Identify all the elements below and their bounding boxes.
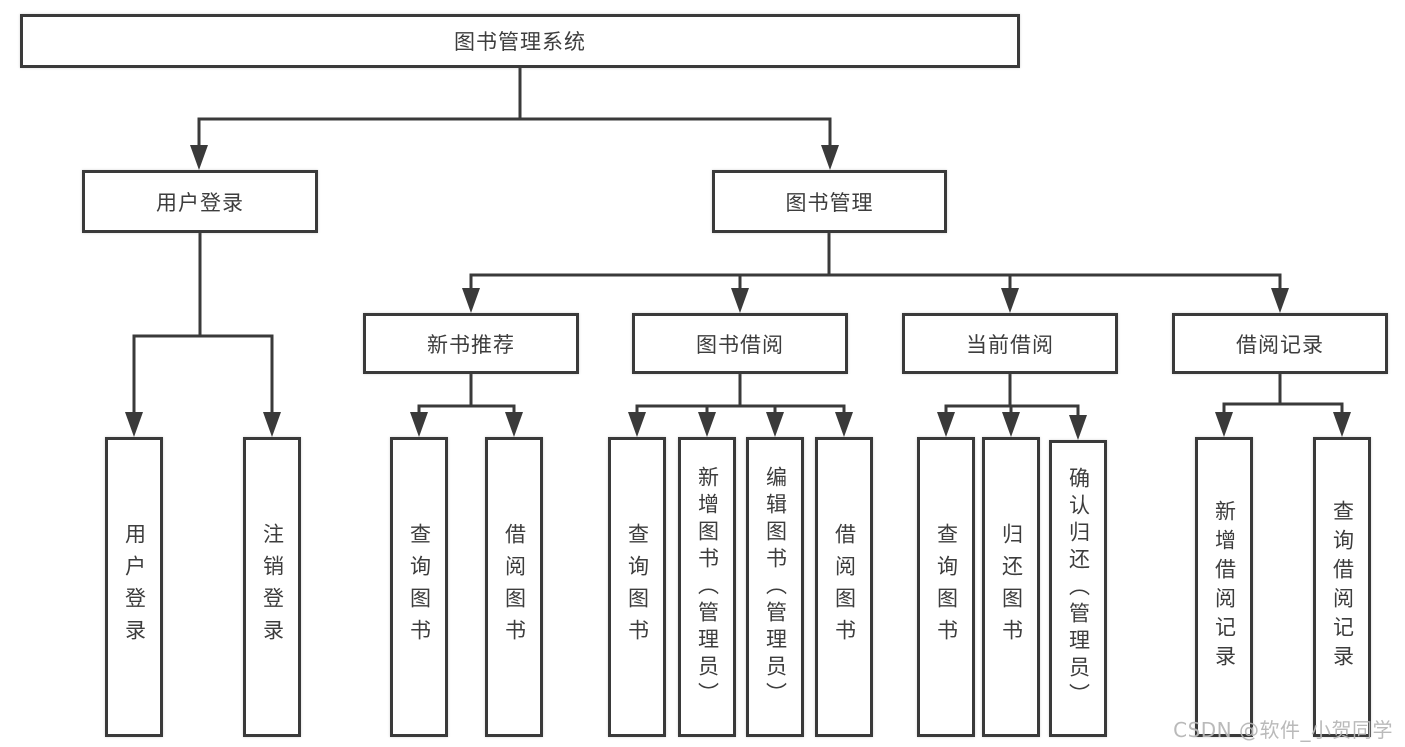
node-label-user-login: 用户登录 (156, 190, 244, 215)
arrow-head-icon (628, 412, 646, 437)
node-current-borrow: 当前借阅 (902, 313, 1118, 374)
arrow-head-icon (190, 145, 208, 170)
arrow-head-icon (1215, 412, 1233, 437)
node-new-book-recommend: 新书推荐 (363, 313, 579, 374)
arrow-head-icon (821, 145, 839, 170)
node-label-records-add: 新增借阅记录 (1212, 500, 1237, 674)
arrow-head-icon (731, 288, 749, 313)
node-recommend-query-book: 查询图书 (390, 437, 448, 737)
node-book-borrow: 图书借阅 (632, 313, 848, 374)
node-label-root: 图书管理系统 (454, 30, 586, 54)
node-label-current-return-book: 归还图书 (999, 523, 1024, 651)
node-current-query-book: 查询图书 (917, 437, 975, 737)
node-root: 图书管理系统 (20, 14, 1020, 68)
node-login-op: 用户登录 (105, 437, 163, 737)
node-borrow-edit-book: 编辑图书（管理员） (746, 437, 804, 737)
arrow-head-icon (1333, 412, 1351, 437)
node-label-new-book-recommend: 新书推荐 (427, 332, 515, 357)
node-records-add: 新增借阅记录 (1195, 437, 1253, 737)
node-label-login-op: 用户登录 (122, 523, 147, 651)
node-logout-op: 注销登录 (243, 437, 301, 737)
node-current-confirm-return: 确认归还（管理员） (1049, 440, 1107, 737)
arrow-head-icon (410, 412, 428, 437)
node-recommend-borrow-book: 借阅图书 (485, 437, 543, 737)
node-label-recommend-borrow-book: 借阅图书 (502, 523, 527, 651)
node-label-current-confirm-return: 确认归还（管理员） (1066, 467, 1091, 710)
node-label-book-management: 图书管理 (785, 190, 874, 215)
node-label-records-query: 查询借阅记录 (1330, 500, 1355, 674)
node-book-management: 图书管理 (712, 170, 947, 233)
node-label-borrow-records: 借阅记录 (1236, 332, 1324, 357)
node-label-recommend-query-book: 查询图书 (407, 523, 432, 651)
arrow-head-icon (1069, 415, 1087, 440)
node-label-borrow-add-book: 新增图书（管理员） (695, 465, 720, 709)
arrow-head-icon (1002, 412, 1020, 437)
arrow-head-icon (505, 412, 523, 437)
node-label-logout-op: 注销登录 (260, 523, 285, 651)
arrow-head-icon (125, 412, 143, 437)
arrow-head-icon (263, 412, 281, 437)
node-records-query: 查询借阅记录 (1313, 437, 1371, 737)
node-borrow-records: 借阅记录 (1172, 313, 1388, 374)
node-label-borrow-edit-book: 编辑图书（管理员） (763, 465, 788, 709)
node-user-login: 用户登录 (82, 170, 318, 233)
node-borrow-add-book: 新增图书（管理员） (678, 437, 736, 737)
csdn-watermark: CSDN @软件_小贺同学 (1173, 718, 1393, 742)
node-label-current-borrow: 当前借阅 (966, 332, 1054, 357)
node-label-current-query-book: 查询图书 (934, 523, 959, 651)
arrow-head-icon (462, 288, 480, 313)
node-current-return-book: 归还图书 (982, 437, 1040, 737)
node-label-book-borrow: 图书借阅 (696, 332, 784, 357)
arrow-head-icon (835, 412, 853, 437)
node-borrow-query-book: 查询图书 (608, 437, 666, 737)
arrow-head-icon (766, 412, 784, 437)
arrow-head-icon (1001, 288, 1019, 313)
node-label-borrow-borrow-book: 借阅图书 (832, 523, 857, 651)
arrow-head-icon (698, 412, 716, 437)
node-label-borrow-query-book: 查询图书 (625, 523, 650, 651)
arrow-head-icon (1271, 288, 1289, 313)
node-borrow-borrow-book: 借阅图书 (815, 437, 873, 737)
arrow-head-icon (937, 412, 955, 437)
